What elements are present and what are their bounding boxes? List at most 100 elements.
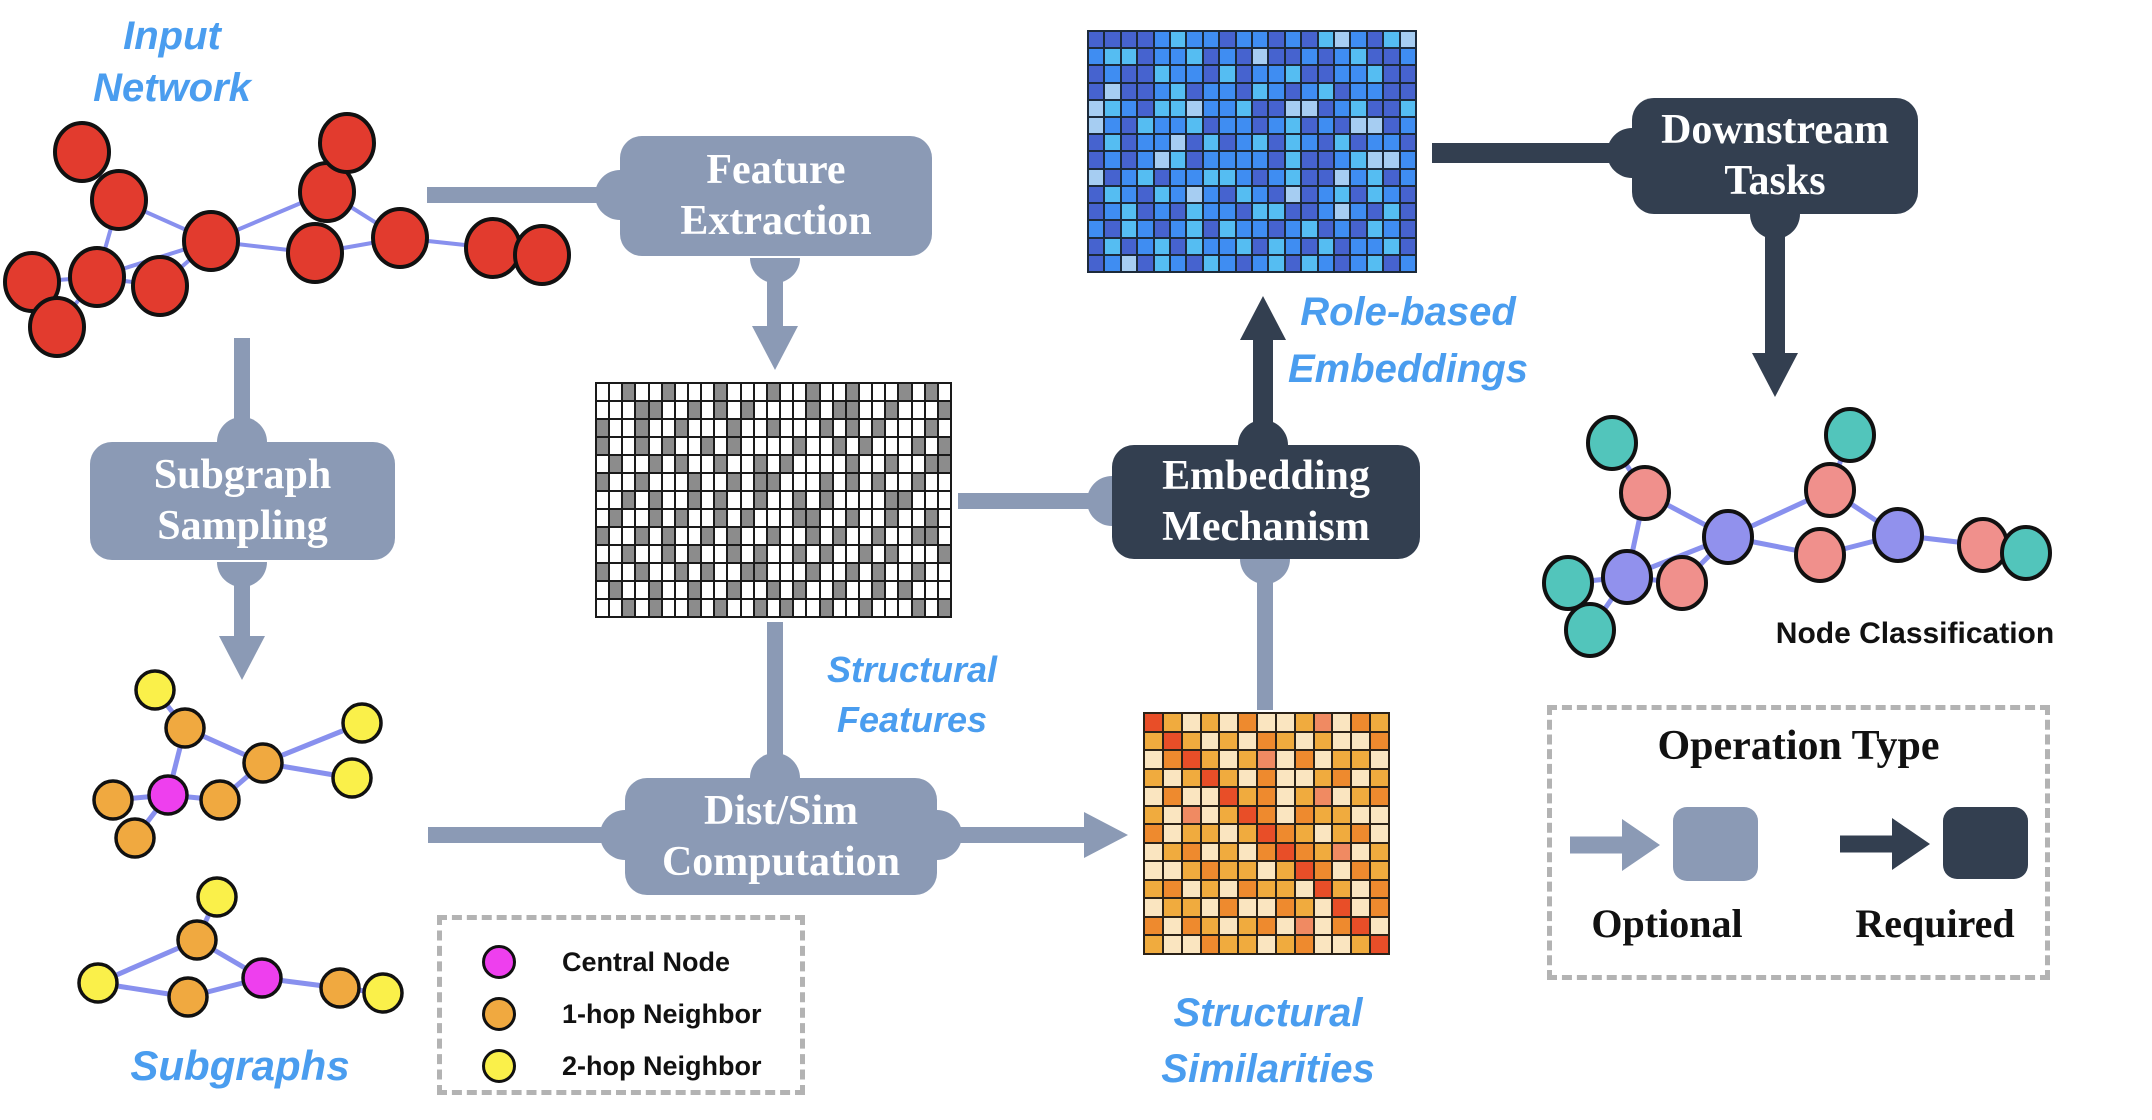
matrix-cell	[1154, 100, 1169, 117]
feature-extraction-label-line2: Extraction	[680, 198, 872, 244]
matrix-cell	[1302, 152, 1317, 168]
matrix-cell	[1400, 66, 1415, 82]
matrix-cell	[1154, 238, 1169, 254]
matrix-cell	[1170, 152, 1186, 168]
matrix-cell	[767, 582, 780, 598]
matrix-cell	[1121, 100, 1137, 117]
subgraph-2	[77, 876, 404, 1018]
matrix-cell	[741, 492, 753, 508]
matrix-cell	[754, 546, 766, 562]
matrix-cell	[1145, 899, 1162, 916]
matrix-cell	[833, 402, 845, 418]
matrix-cell	[846, 564, 858, 580]
matrix-cell	[1367, 49, 1383, 65]
matrix-cell	[1352, 843, 1370, 861]
matrix-cell	[741, 474, 753, 490]
matrix-cell	[899, 420, 911, 436]
input-network-node	[286, 222, 344, 284]
matrix-cell	[1384, 83, 1399, 99]
arrow-features-to-embedding-mechanism	[958, 476, 1112, 526]
matrix-cell	[1334, 204, 1350, 220]
matrix-cell	[1154, 221, 1169, 237]
matrix-cell	[1269, 118, 1284, 134]
node-classification-caption: Node Classification	[1775, 617, 2055, 650]
matrix-cell	[1384, 135, 1399, 151]
matrix-cell	[675, 384, 688, 400]
matrix-cell	[1203, 169, 1219, 185]
matrix-cell	[767, 384, 780, 400]
matrix-cell	[1384, 169, 1399, 185]
matrix-cell	[1252, 66, 1268, 82]
matrix-cell	[715, 402, 727, 418]
matrix-cell	[1187, 238, 1202, 254]
matrix-cell	[846, 438, 858, 454]
matrix-cell	[873, 474, 885, 490]
subgraph-sampling-label-line1: Subgraph	[153, 452, 332, 498]
matrix-cell	[1314, 769, 1332, 787]
matrix-cell	[1295, 714, 1313, 731]
matrix-cell	[1367, 32, 1383, 48]
matrix-cell	[1269, 152, 1284, 168]
matrix-cell	[715, 384, 727, 400]
matrix-cell	[662, 546, 674, 562]
matrix-cell	[662, 402, 674, 418]
input-network-node	[68, 246, 126, 308]
matrix-cell	[1163, 825, 1181, 842]
matrix-cell	[623, 474, 635, 490]
matrix-cell	[1121, 83, 1137, 99]
matrix-cell	[636, 420, 648, 436]
matrix-cell	[912, 420, 924, 436]
matrix-cell	[1163, 899, 1181, 916]
matrix-cell	[636, 402, 648, 418]
matrix-cell	[1302, 100, 1317, 117]
matrix-cell	[1187, 135, 1202, 151]
matrix-cell	[820, 402, 832, 418]
subgraph-2-node	[77, 962, 119, 1004]
matrix-cell	[754, 474, 766, 490]
matrix-cell	[1258, 751, 1275, 768]
matrix-cell	[1276, 880, 1294, 898]
matrix-cell	[925, 474, 937, 490]
matrix-cell	[754, 564, 766, 580]
matrix-cell	[781, 546, 793, 562]
matrix-cell	[1302, 255, 1317, 271]
matrix-cell	[925, 510, 937, 526]
matrix-cell	[912, 564, 924, 580]
matrix-cell	[1351, 118, 1366, 134]
matrix-cell	[1276, 917, 1294, 935]
matrix-cell	[886, 402, 898, 418]
matrix-cell	[1371, 825, 1388, 842]
matrix-cell	[1351, 255, 1366, 271]
matrix-cell	[1138, 255, 1153, 271]
two-hop-dot-icon	[482, 1049, 516, 1083]
matrix-cell	[873, 510, 885, 526]
matrix-cell	[1138, 238, 1153, 254]
classified-network-node	[1619, 465, 1671, 521]
matrix-cell	[597, 492, 609, 508]
matrix-cell	[1105, 32, 1120, 48]
matrix-cell	[1352, 917, 1370, 935]
matrix-cell	[1400, 118, 1415, 134]
matrix-cell	[1220, 186, 1235, 203]
matrix-cell	[1318, 135, 1333, 151]
matrix-cell	[1276, 732, 1294, 750]
matrix-cell	[1236, 135, 1251, 151]
matrix-cell	[754, 510, 766, 526]
legend-optional-arrow	[1570, 819, 1660, 871]
matrix-cell	[623, 438, 635, 454]
matrix-cell	[636, 582, 648, 598]
matrix-cell	[1334, 169, 1350, 185]
arrow-head-icon	[219, 636, 265, 680]
structural-features-matrix	[595, 382, 952, 618]
matrix-cell	[1314, 936, 1332, 953]
matrix-cell	[1236, 221, 1251, 237]
role-based-embeddings-caption: Role-based Embeddings	[1287, 290, 1529, 391]
matrix-cell	[899, 582, 911, 598]
matrix-cell	[1121, 169, 1137, 185]
matrix-cell	[781, 474, 793, 490]
matrix-cell	[846, 420, 858, 436]
matrix-cell	[794, 564, 806, 580]
matrix-cell	[1121, 32, 1137, 48]
matrix-cell	[702, 402, 714, 418]
matrix-cell	[1145, 936, 1162, 953]
